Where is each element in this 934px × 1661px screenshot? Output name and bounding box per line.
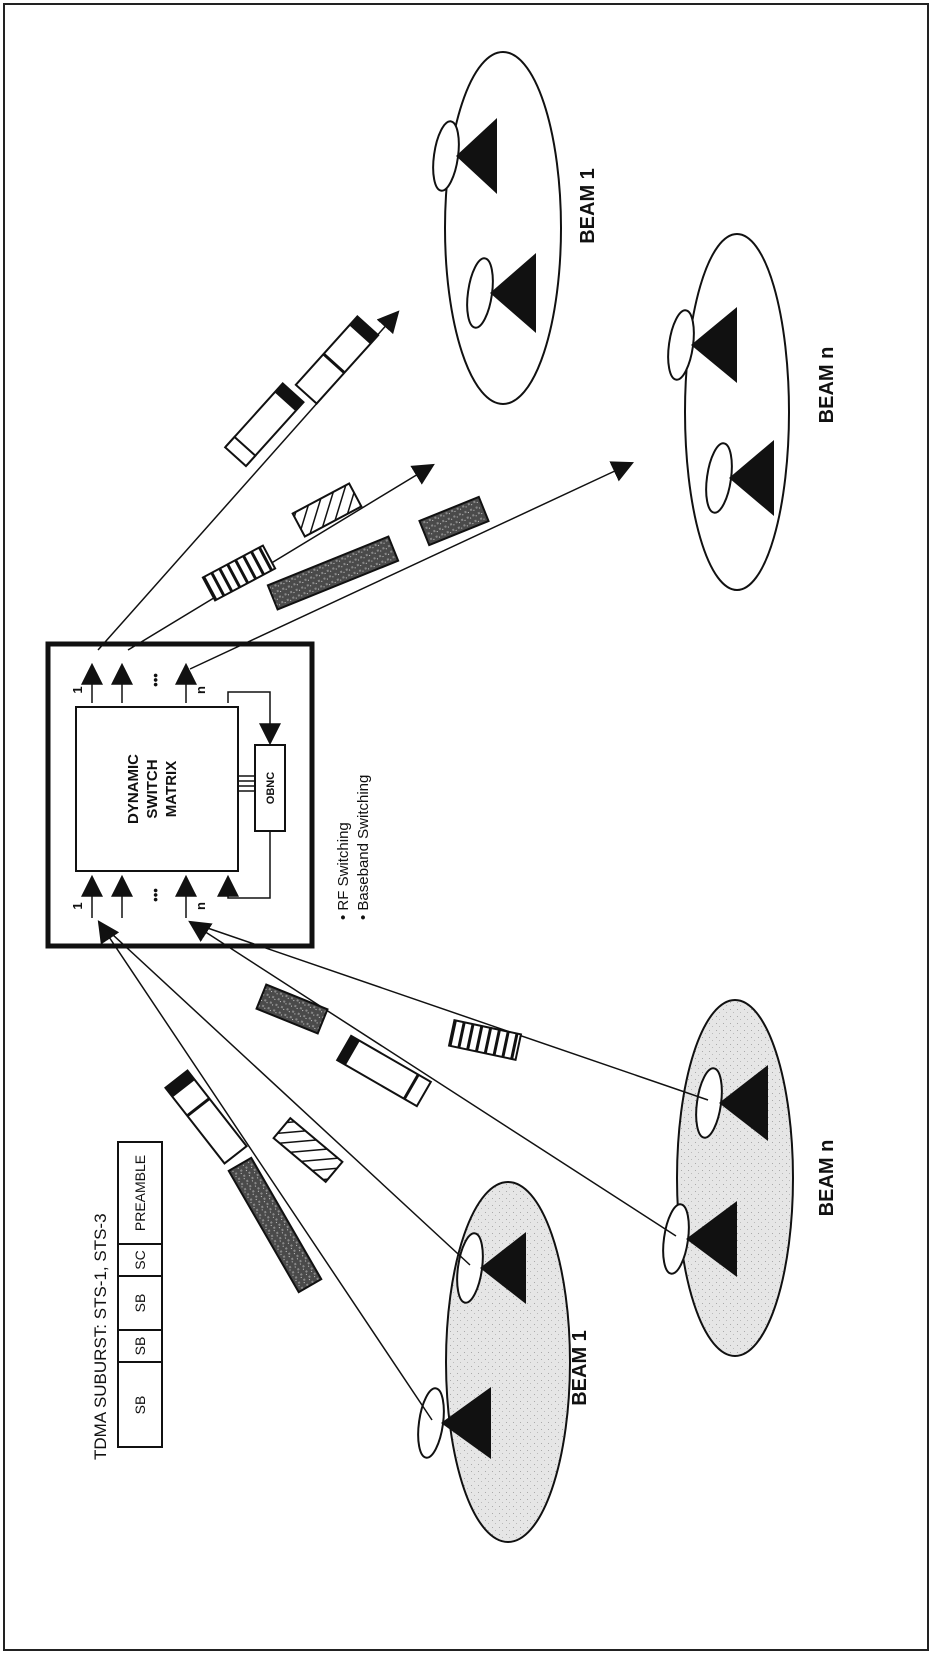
earth-station-dish-icon — [466, 257, 494, 329]
burst-diagonal-hatched — [291, 482, 363, 538]
rf-switching-label: • RF Switching — [335, 822, 352, 920]
uplink-arrow-from-beam-1-station-a — [97, 920, 433, 1421]
earth-station-dish-icon — [456, 1232, 484, 1304]
uplink-arrow-from-beam-n-station-b — [189, 921, 709, 1101]
burst-diagonal-hatched — [272, 1116, 344, 1184]
downlink-beam-1-label: BEAM 1 — [577, 168, 599, 244]
uplink-beam-1-label: BEAM 1 — [569, 1330, 591, 1406]
output-port-first-label: 1 — [70, 686, 85, 693]
tdma-cell-sb-2: SB — [132, 1337, 148, 1356]
downlink-arrow-to-beam-1-second — [127, 463, 435, 651]
baseband-switching-label: • Baseband Switching — [355, 775, 372, 920]
uplink-beam-1 — [417, 1181, 571, 1543]
output-port-last-label: n — [193, 686, 208, 694]
tdma-cell-sb-1: SB — [132, 1396, 148, 1415]
tdma-cell-sc: SC — [132, 1250, 148, 1269]
matrix-to-obnc-arrow — [227, 691, 281, 746]
earth-station-dish-icon — [695, 1067, 723, 1139]
burst-white-with-preamble — [164, 1069, 248, 1165]
tdma-suburst-frame: SB SB SB SC PREAMBLE — [117, 1141, 163, 1448]
burst-vertical-hatched — [447, 1019, 523, 1061]
page-frame — [3, 3, 929, 1651]
downlink-beam-1 — [432, 51, 562, 405]
obnc-label: OBNC — [265, 772, 277, 804]
uplink-beam-n-label: BEAM n — [816, 1140, 838, 1217]
matrix-label-line-3: MATRIX — [163, 761, 180, 817]
input-port-last-label: n — [193, 902, 208, 910]
dynamic-switch-matrix — [75, 706, 239, 872]
output-port-ellipsis: ••• — [148, 673, 163, 687]
tdma-cell-preamble: PREAMBLE — [132, 1155, 148, 1231]
burst-white-with-preamble — [223, 382, 305, 468]
downlink-beam-n — [667, 233, 790, 591]
earth-station-mount-icon — [456, 118, 497, 194]
tdma-suburst-title: TDMA SUBURST: STS-1, STS-3 — [91, 1213, 110, 1460]
burst-dark-long — [266, 535, 400, 611]
earth-station-mount-icon — [490, 253, 536, 333]
input-port-first-label: 1 — [70, 902, 85, 909]
uplink-arrow-from-beam-1-station-b — [98, 921, 471, 1266]
burst-dark-short — [418, 495, 490, 547]
earth-station-dish-icon — [662, 1203, 690, 1275]
burst-dark-short — [255, 983, 329, 1035]
obnc-to-matrix-arrow — [217, 831, 271, 899]
earth-station-dish-icon — [417, 1387, 445, 1459]
earth-station-mount-icon — [686, 1201, 737, 1277]
earth-station-dish-icon — [705, 442, 733, 514]
burst-vertical-hatched — [201, 544, 277, 602]
satellite-switch-box: DYNAMIC SWITCH MATRIX OBNC 1 n ••• 1 n •… — [45, 641, 315, 949]
downlink-arrow-to-beam-n — [189, 461, 634, 670]
earth-station-mount-icon — [719, 1065, 768, 1141]
tdma-cell-sb-3: SB — [132, 1294, 148, 1313]
matrix-label-line-2: SWITCH — [144, 759, 161, 818]
downlink-beam-n-label: BEAM n — [816, 347, 838, 424]
earth-station-mount-icon — [729, 440, 774, 516]
burst-dark-long — [227, 1156, 323, 1294]
earth-station-mount-icon — [480, 1232, 526, 1304]
burst-white-with-preamble — [294, 315, 380, 405]
uplink-arrow-from-beam-n-station-a — [188, 920, 677, 1237]
uplink-beam-n — [662, 999, 794, 1357]
earth-station-mount-icon — [691, 307, 737, 383]
earth-station-dish-icon — [667, 309, 695, 381]
matrix-label-line-1: DYNAMIC — [125, 754, 142, 824]
earth-station-mount-icon — [441, 1387, 491, 1459]
input-port-ellipsis: ••• — [148, 888, 163, 902]
burst-white-with-preamble — [335, 1034, 433, 1108]
